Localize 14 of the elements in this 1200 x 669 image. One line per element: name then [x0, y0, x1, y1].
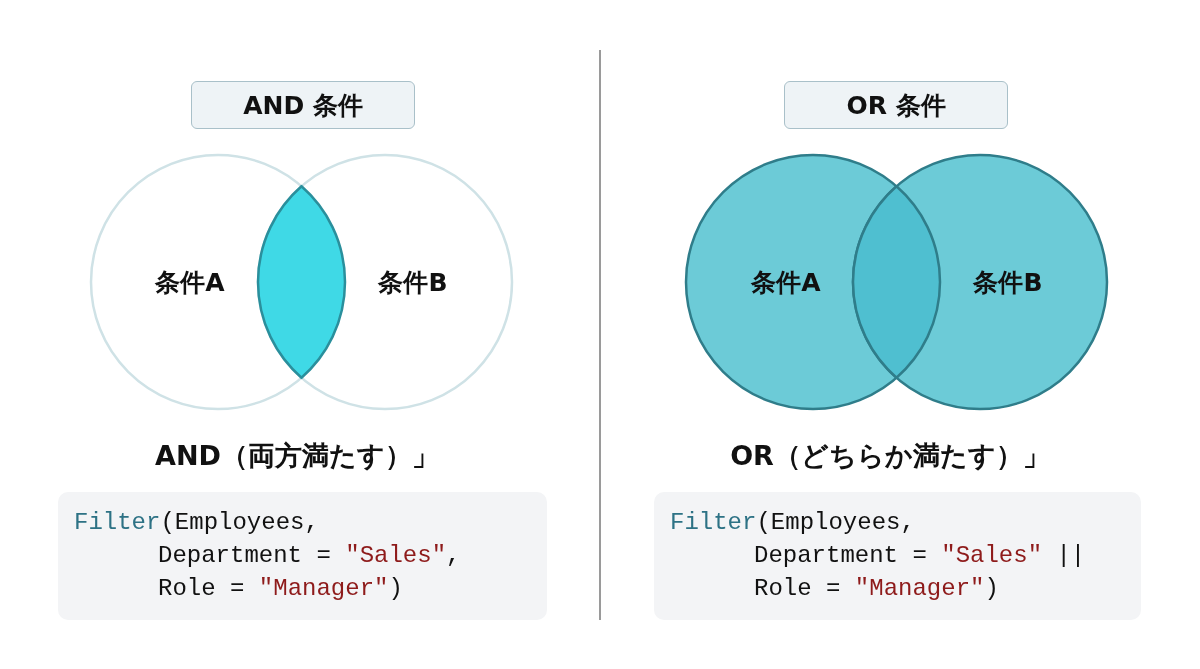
- code-line: Filter(Employees,: [74, 508, 319, 538]
- condition-label: 条件A: [155, 266, 225, 299]
- section-heading: AND 条件: [191, 81, 415, 129]
- section-heading: OR 条件: [784, 81, 1008, 129]
- condition-label: 条件B: [973, 266, 1043, 299]
- result-caption: AND（両方満たす）」: [155, 439, 439, 473]
- result-caption: OR（どちらか満たす）」: [730, 439, 1050, 473]
- code-line: Department = "Sales",: [158, 541, 461, 571]
- code-line: Department = "Sales" ||: [754, 541, 1086, 571]
- condition-label: 条件B: [378, 266, 448, 299]
- condition-label: 条件A: [751, 266, 821, 299]
- code-line: Role = "Manager"): [754, 574, 999, 604]
- code-line: Role = "Manager"): [158, 574, 403, 604]
- code-line: Filter(Employees,: [670, 508, 915, 538]
